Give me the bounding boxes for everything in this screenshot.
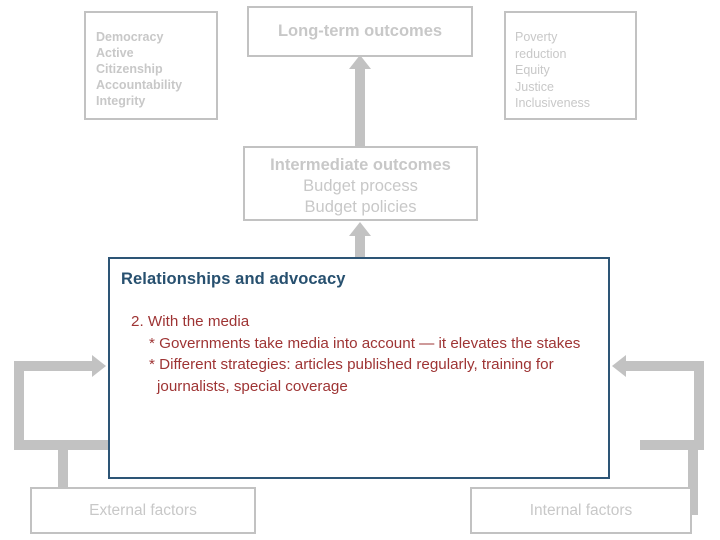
elbow-left-riser <box>14 366 24 450</box>
main-body-line: journalists, special coverage <box>157 377 348 395</box>
values-box: Democracy Active Citizenship Accountabil… <box>84 11 218 120</box>
elbow-right-vertical-stub <box>688 487 698 515</box>
main-box-title: Relationships and advocacy <box>121 270 346 288</box>
intermediate-outcomes-heading: Intermediate outcomes <box>270 156 451 174</box>
external-factors-label: External factors <box>89 501 197 519</box>
elbow-right-vertical-lower <box>688 440 698 492</box>
arrow-head-internal-to-main <box>612 355 626 377</box>
arrow-head-intermediate-to-longterm <box>349 55 371 69</box>
impact-line: Poverty <box>515 30 558 44</box>
internal-factors-label: Internal factors <box>529 501 633 519</box>
arrow-shaft-intermediate-to-longterm <box>355 68 365 146</box>
impact-line: Equity <box>515 63 550 77</box>
main-body-line: * Different strategies: articles publish… <box>149 356 554 373</box>
values-line: Citizenship <box>96 62 163 76</box>
relationships-and-advocacy-box: Relationships and advocacy 2. With the m… <box>108 257 610 479</box>
elbow-left-horizontal-bottom <box>58 440 68 492</box>
arrow-head-main-to-intermediate <box>349 222 371 236</box>
intermediate-outcomes-line: Budget process <box>303 177 418 195</box>
values-line: Democracy <box>96 30 164 44</box>
elbow-left-arm <box>14 361 92 371</box>
elbow-left-corner-low <box>14 440 68 450</box>
values-line: Active <box>96 46 134 60</box>
elbow-right-corner-low <box>640 440 704 450</box>
main-body-line: 2. With the media <box>131 313 250 330</box>
intermediate-outcomes-box: Intermediate outcomes Budget process Bud… <box>243 146 478 221</box>
elbow-right-arm <box>626 361 704 371</box>
arrow-shaft-main-to-intermediate <box>355 235 365 257</box>
external-factors-box: External factors <box>30 487 256 534</box>
impact-line: Justice <box>515 79 554 94</box>
internal-factors-box: Internal factors <box>470 487 692 534</box>
values-line: Accountability <box>96 78 183 92</box>
main-box-body: 2. With the media * Governments take med… <box>121 311 600 397</box>
long-term-outcomes-box: Long-term outcomes <box>247 6 473 57</box>
arrow-head-external-to-main <box>92 355 106 377</box>
values-line: Integrity <box>96 94 146 108</box>
elbow-right-riser <box>694 366 704 450</box>
impact-box: Poverty reduction Equity Justice Inclusi… <box>504 11 637 120</box>
impact-line: Inclusiveness <box>515 96 591 110</box>
long-term-outcomes-title: Long-term outcomes <box>277 22 443 40</box>
intermediate-outcomes-line: Budget policies <box>304 198 417 216</box>
impact-line: reduction <box>515 46 567 61</box>
main-body-line: * Governments take media into account — … <box>149 334 581 352</box>
elbow-left-corner-bottom <box>58 440 118 450</box>
